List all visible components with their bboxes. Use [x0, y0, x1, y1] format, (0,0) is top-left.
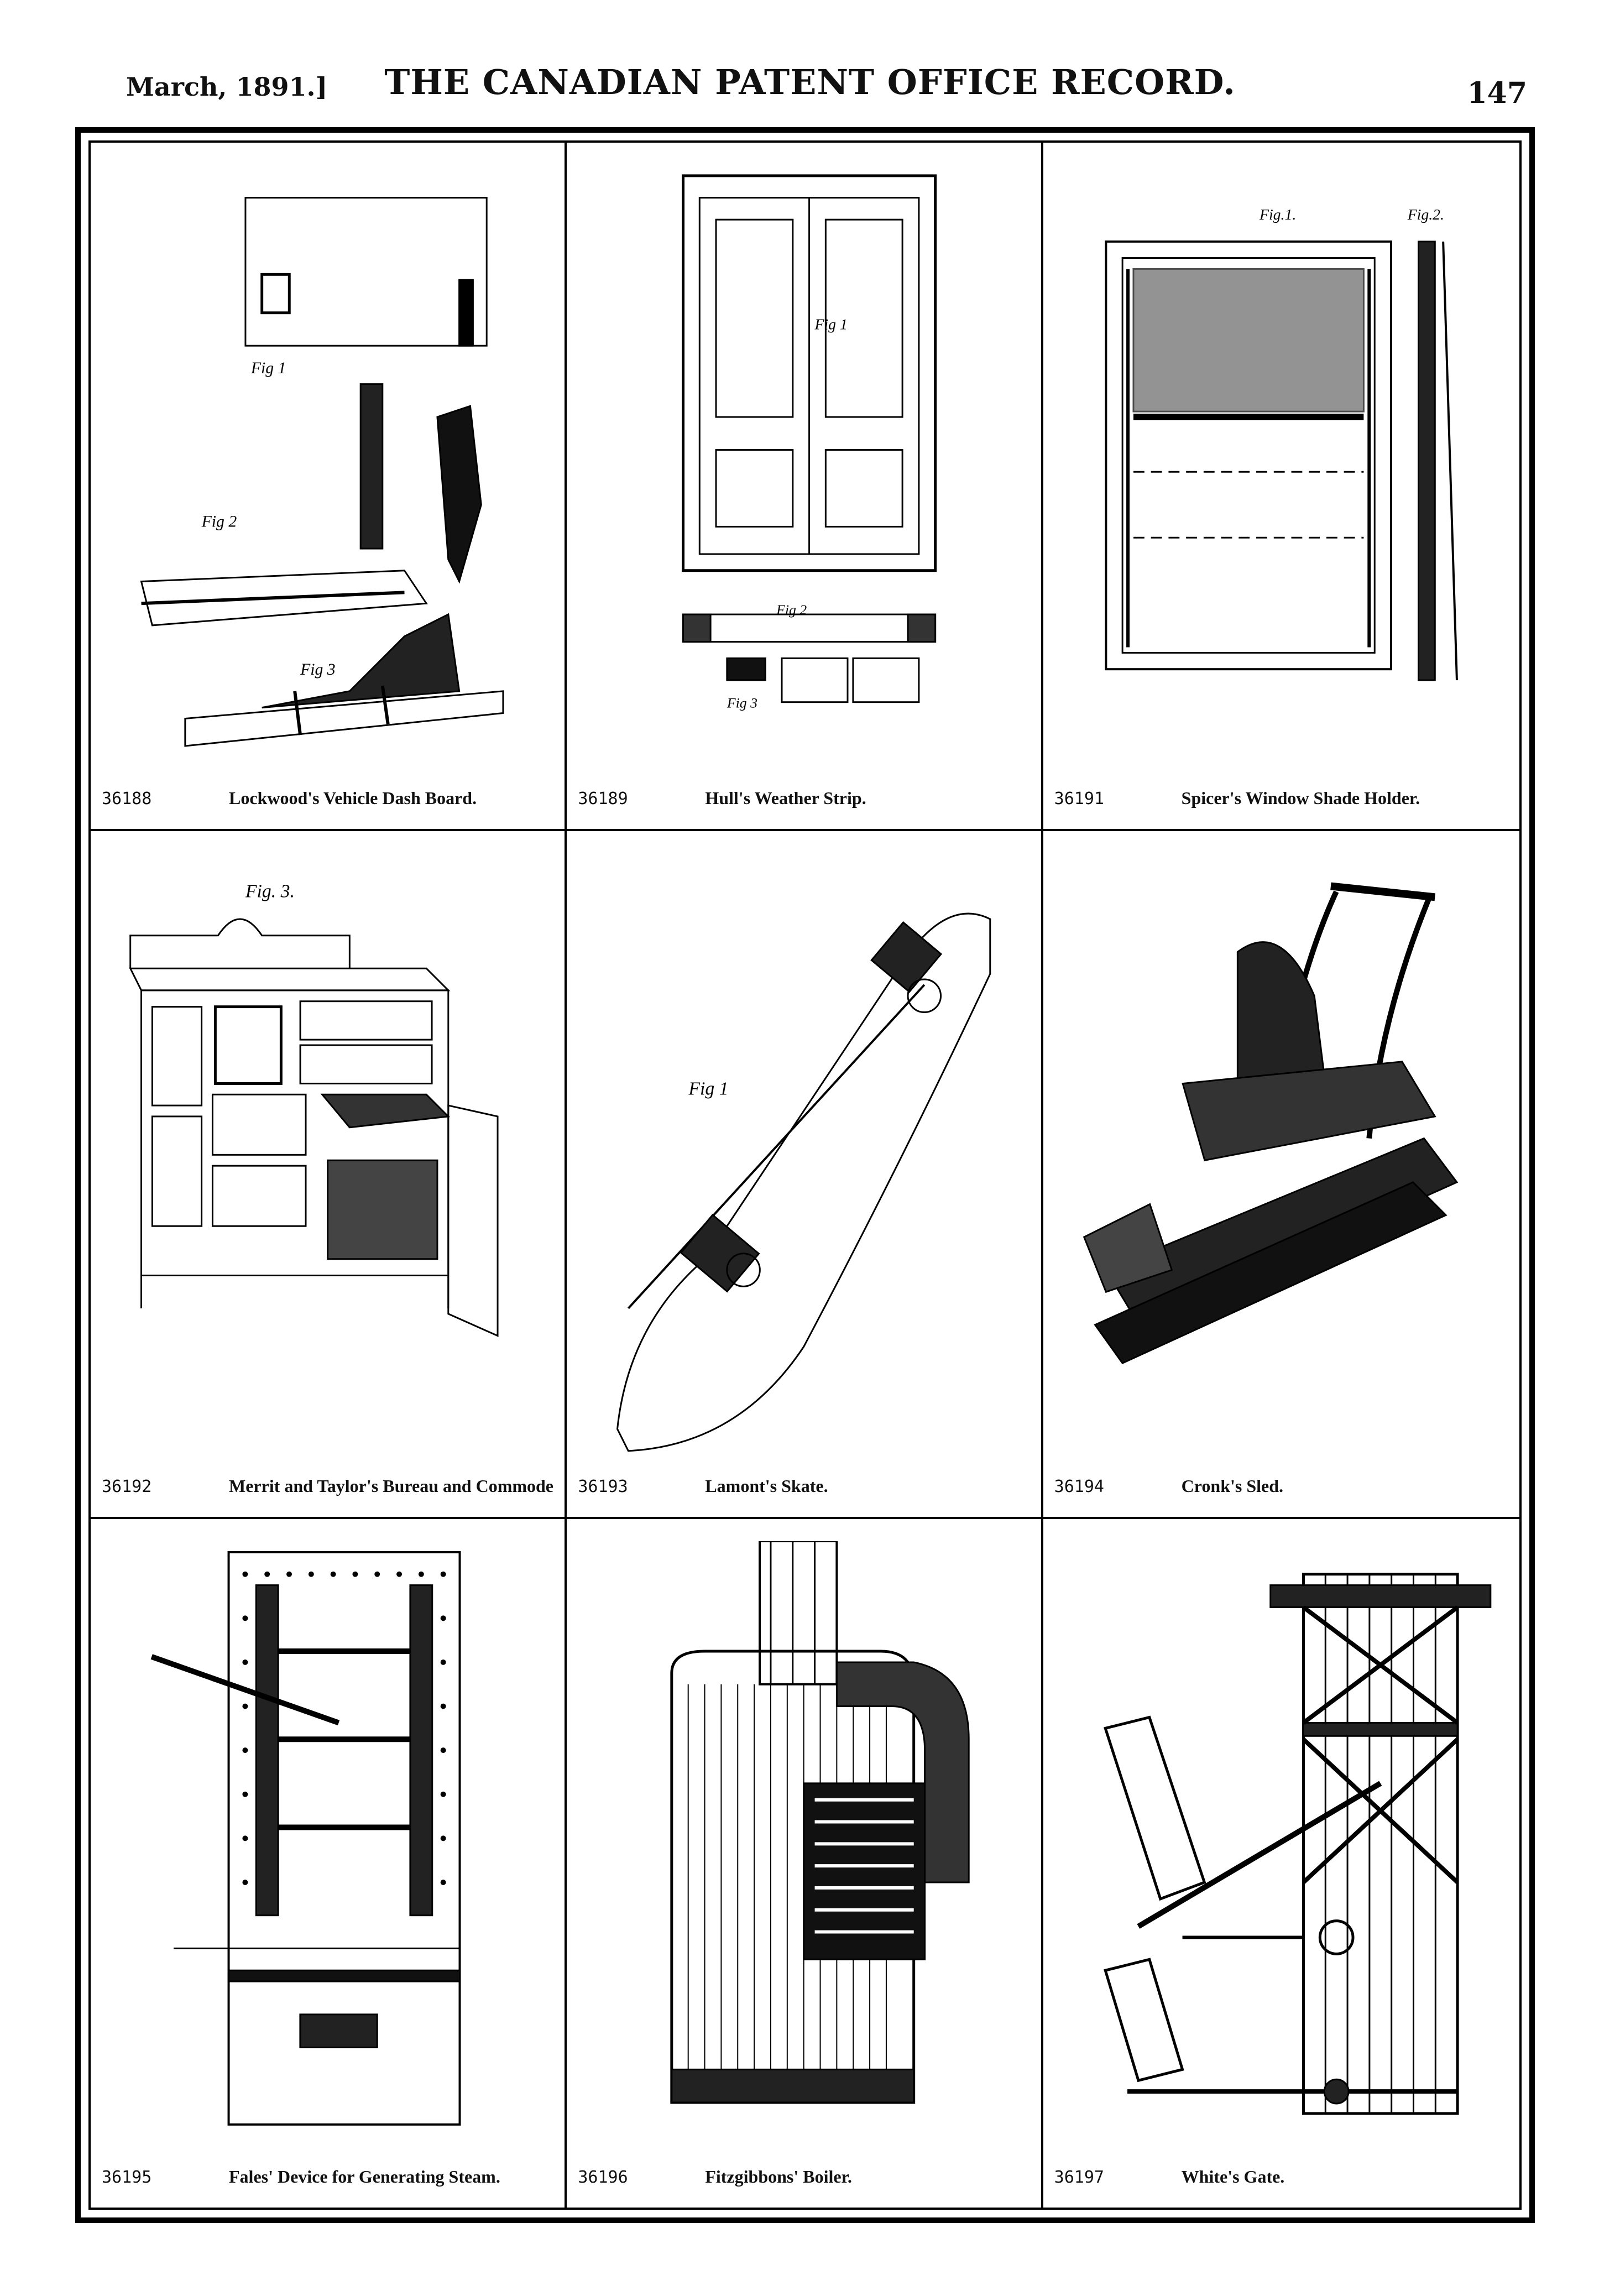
- fig-label: Fig.1.: [1259, 206, 1296, 223]
- patent-number: 36195: [102, 2167, 152, 2187]
- patent-caption: 36188 Lockwood's Vehicle Dash Board.: [102, 788, 558, 821]
- patent-number: 36193: [578, 1477, 628, 1497]
- fig-label: Fig 1: [688, 1078, 729, 1099]
- sled-drawing: [1071, 853, 1492, 1457]
- patent-cell-36194: 36194 Cronk's Sled.: [1043, 831, 1519, 1520]
- patent-cell-36195: 36195 Fales' Device for Generating Steam…: [91, 1519, 567, 2208]
- patent-cell-36196: 36196 Fitzgibbons' Boiler.: [567, 1519, 1043, 2208]
- plate-inner-border: Fig 1 Fig 2 Fig 3 36188: [88, 140, 1522, 2210]
- patent-number: 36189: [578, 789, 628, 808]
- patent-caption: 36191 Spicer's Window Shade Holder.: [1054, 788, 1513, 821]
- steam-generator-drawing: [118, 1541, 537, 2147]
- plate-frame: Fig 1 Fig 2 Fig 3 36188: [75, 127, 1535, 2223]
- patent-caption: 36194 Cronk's Sled.: [1054, 1476, 1513, 1509]
- patent-cell-36193: Fig 1 36193 Lamont's Skate.: [567, 831, 1043, 1520]
- patent-title: Cronk's Sled.: [1181, 1476, 1284, 1496]
- patent-title: Merrit and Taylor's Bureau and Commode: [229, 1476, 553, 1496]
- patent-cell-36192: Fig. 3. 36192: [91, 831, 567, 1520]
- patent-cell-36197: 36197 White's Gate.: [1043, 1519, 1519, 2208]
- patent-number: 36191: [1054, 789, 1104, 808]
- fig-label: Fig 2: [776, 602, 807, 618]
- patent-title: Spicer's Window Shade Holder.: [1181, 787, 1420, 808]
- patent-number: 36197: [1054, 2167, 1104, 2187]
- patent-cell-36189: Fig 1 Fig 2 Fig 3 36189 Hull's Weather S…: [567, 143, 1043, 831]
- patent-number: 36194: [1054, 1477, 1104, 1497]
- window-shade-drawing: Fig.1. Fig.2.: [1071, 165, 1492, 768]
- boiler-drawing: [594, 1541, 1013, 2147]
- patent-title: Fitzgibbons' Boiler.: [705, 2166, 852, 2187]
- patent-title: White's Gate.: [1181, 2166, 1285, 2187]
- patent-cell-36191: Fig.1. Fig.2. 36191: [1043, 143, 1519, 831]
- fig-label: Fig 1: [814, 316, 848, 333]
- patent-caption: 36192 Merrit and Taylor's Bureau and Com…: [102, 1476, 558, 1509]
- patent-title: Lockwood's Vehicle Dash Board.: [229, 787, 477, 808]
- skate-drawing: Fig 1: [594, 853, 1013, 1457]
- gate-drawing: [1071, 1541, 1492, 2147]
- patent-title: Lamont's Skate.: [705, 1476, 828, 1496]
- patent-title: Fales' Device for Generating Steam.: [229, 2166, 500, 2187]
- page-number: 147: [1467, 76, 1527, 110]
- patent-title: Hull's Weather Strip.: [705, 787, 866, 808]
- fig-label: Fig 3: [300, 660, 336, 679]
- door-weather-strip-drawing: Fig 1 Fig 2 Fig 3: [594, 165, 1013, 768]
- fig-label: Fig. 3.: [245, 881, 295, 901]
- patent-caption: 36195 Fales' Device for Generating Steam…: [102, 2167, 558, 2200]
- patent-cell-36188: Fig 1 Fig 2 Fig 3 36188: [91, 143, 567, 831]
- patent-number: 36196: [578, 2167, 628, 2187]
- patent-caption: 36196 Fitzgibbons' Boiler.: [578, 2167, 1034, 2200]
- patent-caption: 36197 White's Gate.: [1054, 2167, 1513, 2200]
- fig-label: Fig 1: [250, 359, 286, 377]
- dash-board-drawing: Fig 1 Fig 2 Fig 3: [118, 165, 537, 768]
- bureau-commode-drawing: Fig. 3.: [118, 853, 537, 1457]
- running-head: March, 1891.] THE CANADIAN PATENT OFFICE…: [0, 62, 1620, 123]
- patent-number: 36192: [102, 1477, 152, 1497]
- patent-caption: 36193 Lamont's Skate.: [578, 1476, 1034, 1509]
- fig-label: Fig 3: [727, 695, 757, 711]
- patent-caption: 36189 Hull's Weather Strip.: [578, 788, 1034, 821]
- issue-date: March, 1891.]: [126, 72, 328, 102]
- fig-label: Fig.2.: [1407, 206, 1444, 223]
- patent-grid: Fig 1 Fig 2 Fig 3 36188: [91, 143, 1519, 2208]
- publication-title: THE CANADIAN PATENT OFFICE RECORD.: [384, 62, 1236, 102]
- patent-number: 36188: [102, 789, 152, 808]
- fig-label: Fig 2: [201, 512, 237, 530]
